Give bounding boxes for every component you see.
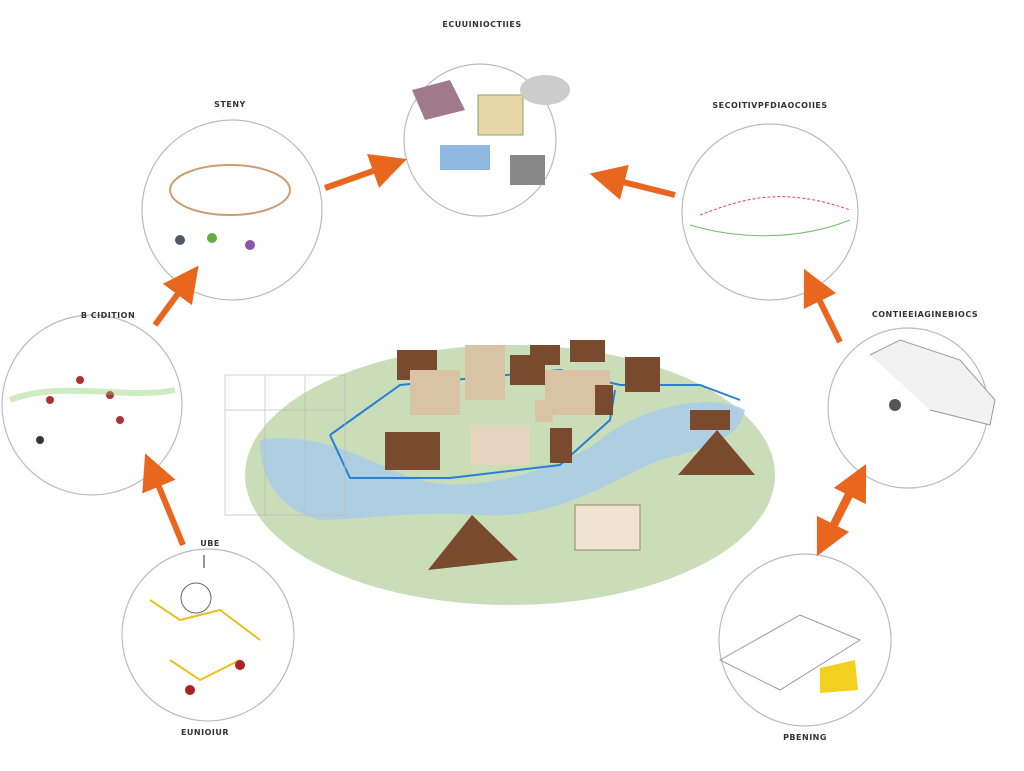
label-bottom-left-top: UBE <box>200 539 220 548</box>
buildings <box>385 340 755 570</box>
arrow-bottom-right-down <box>816 488 853 557</box>
circle-bottom-left <box>121 548 295 722</box>
circle-left <box>1 314 183 496</box>
central-site-model <box>224 340 775 605</box>
label-left: B CIDITION <box>80 311 136 320</box>
label-bottom-left: EUNIOIUR <box>180 728 230 737</box>
circle-bottom-right <box>718 553 892 727</box>
label-top: ECUUINIOCTIIES <box>442 20 522 29</box>
label-bottom-right: PBENING <box>783 733 827 742</box>
arrow-right-up <box>803 268 843 344</box>
label-top-right: SECOITIVPFDIAOCOIIES <box>712 101 828 110</box>
arrow-to-top <box>323 154 407 191</box>
label-top-left: STENY <box>214 100 246 109</box>
river <box>260 402 745 520</box>
flow-arrows <box>142 154 867 557</box>
arrow-bottom-left-up <box>142 453 186 547</box>
label-right: CONTIEEIAGINEBIOCS <box>871 310 979 319</box>
arrow-from-top-right <box>589 164 676 200</box>
sketch-details <box>8 75 996 695</box>
circle-top-right <box>681 123 859 301</box>
circle-top-left <box>141 119 323 301</box>
arrow-left-up <box>152 265 199 327</box>
